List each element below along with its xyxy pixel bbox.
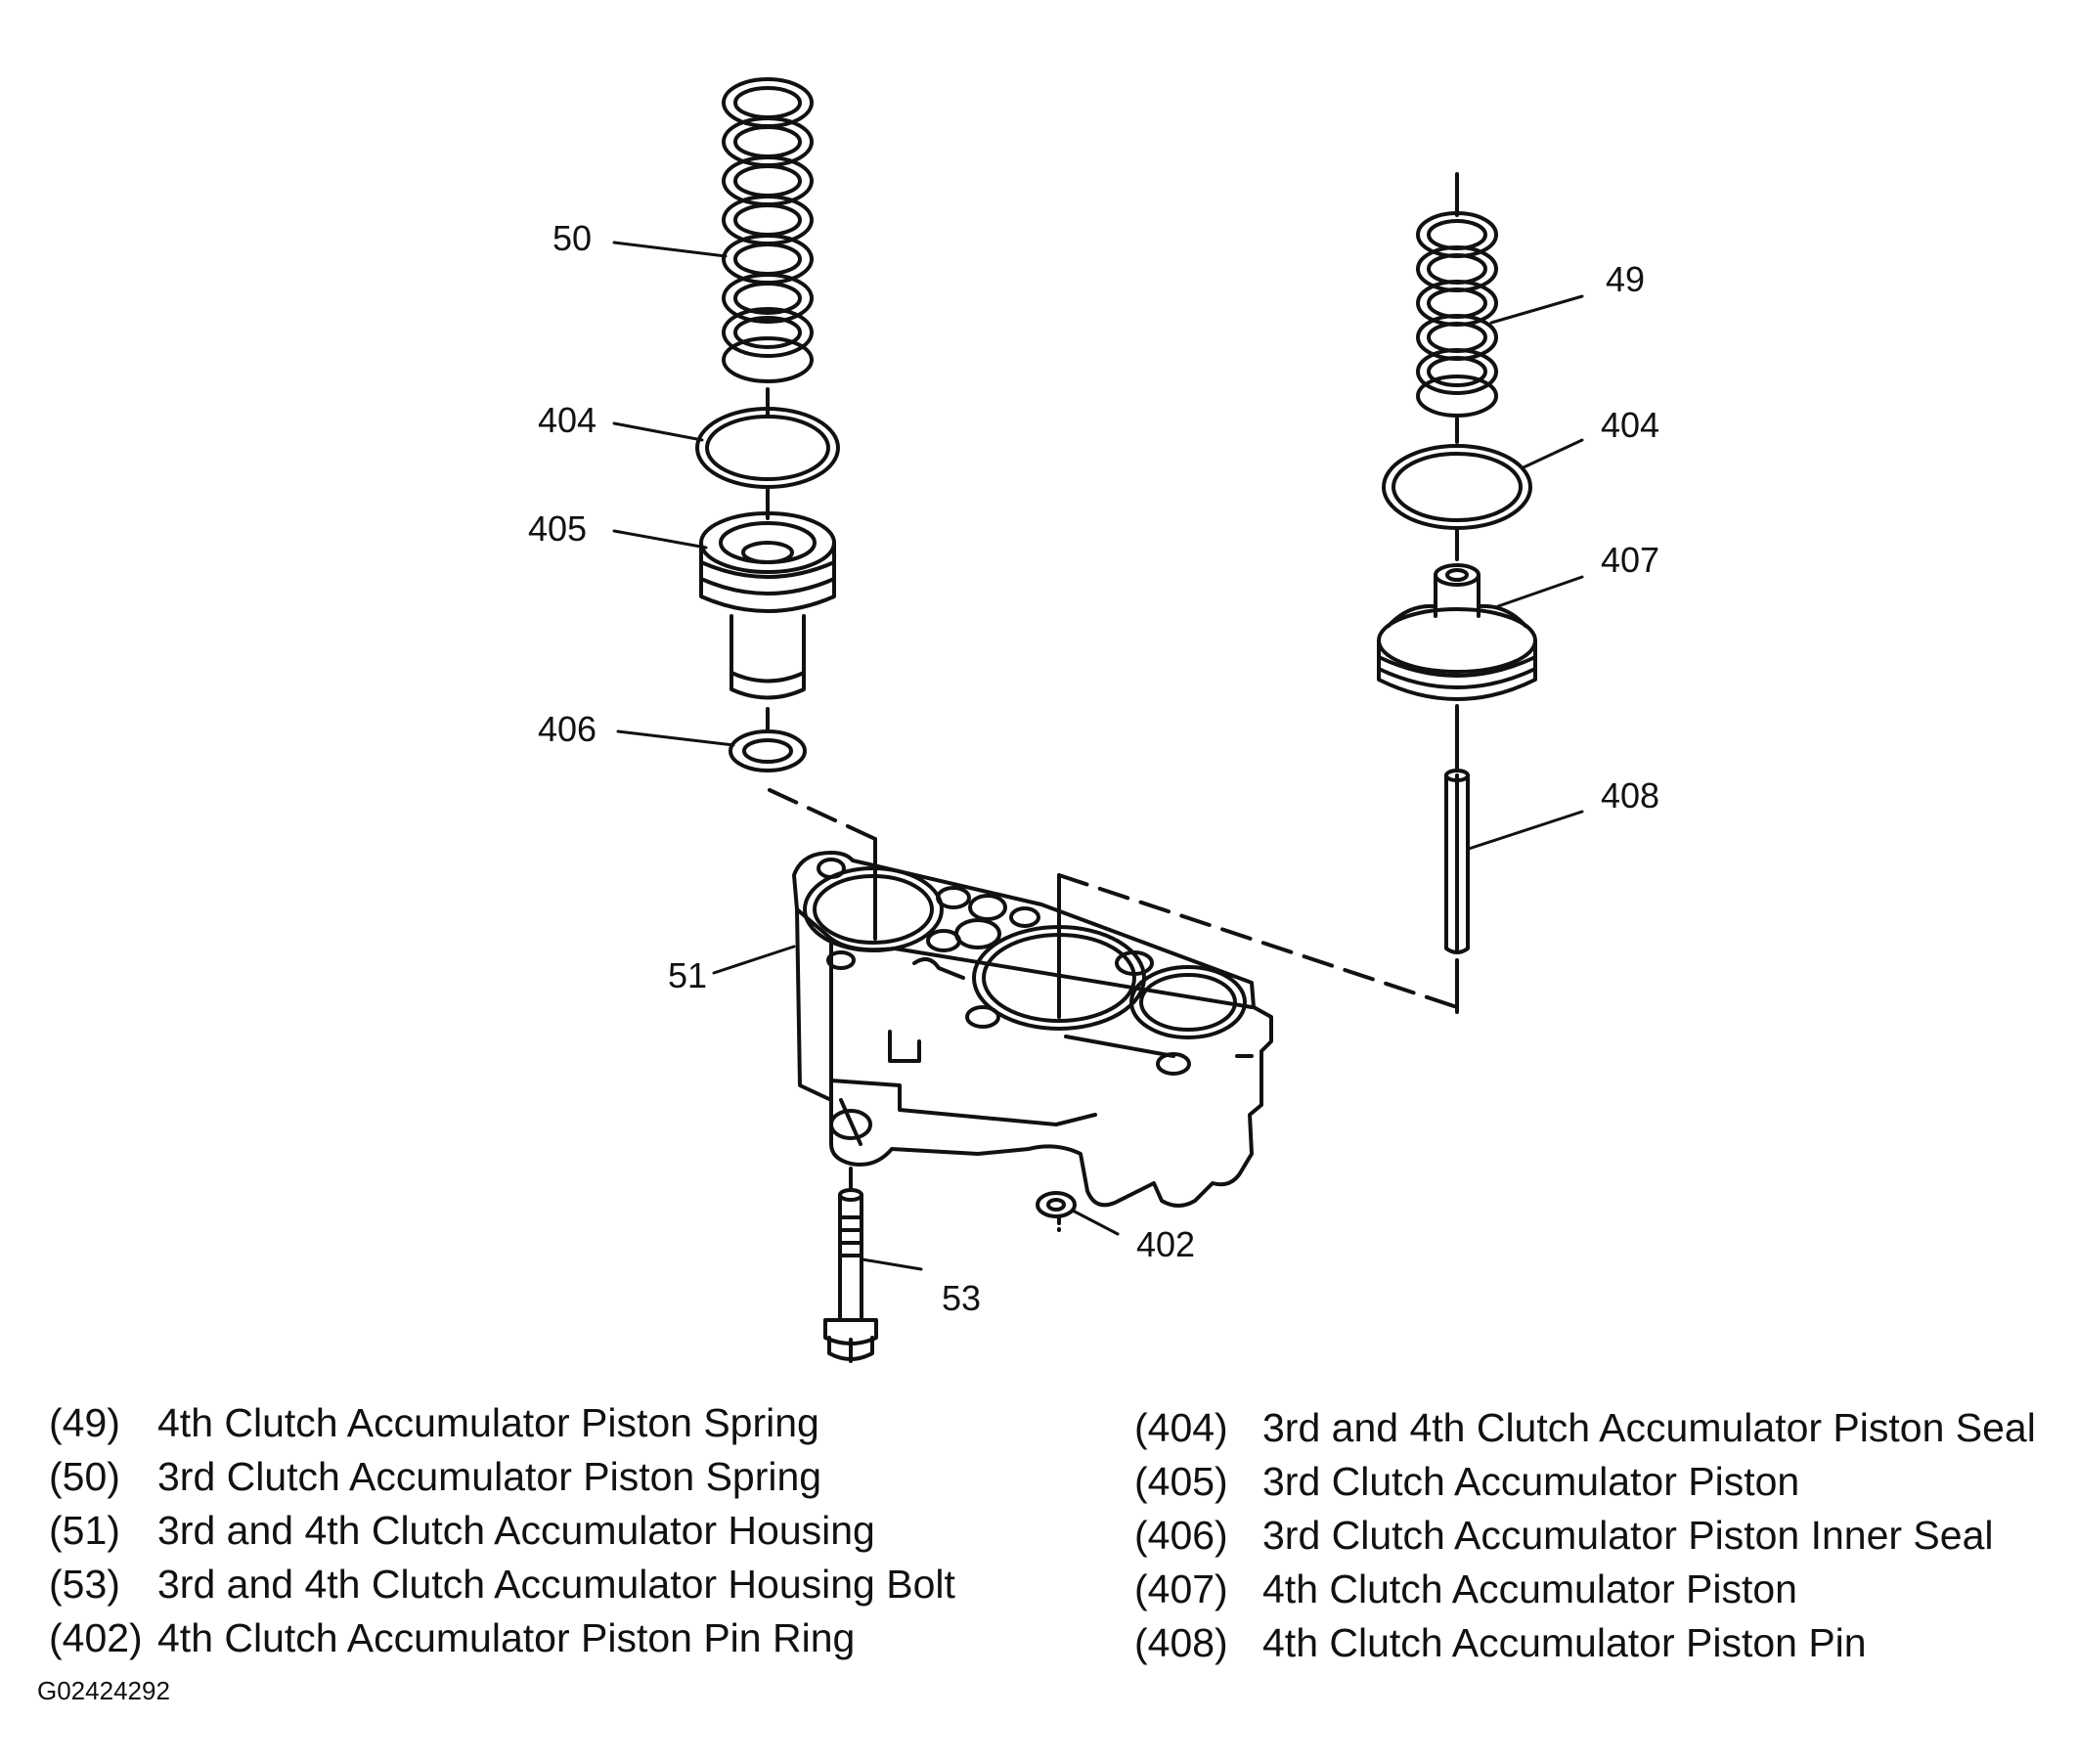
legend-number: (406) [1134, 1513, 1228, 1558]
bolt-53 [823, 1188, 878, 1363]
callout-50: 50 [552, 218, 592, 258]
legend-description: 3rd and 4th Clutch Accumulator Housing B… [157, 1562, 955, 1607]
callout-49: 49 [1606, 259, 1645, 299]
piston-407 [1377, 563, 1537, 701]
legend-number: (404) [1134, 1405, 1228, 1450]
legend-number: (405) [1134, 1459, 1228, 1504]
callout-407: 407 [1601, 540, 1659, 580]
exploded-view-diagram: 50 404 405 406 49 404 407 408 51 53 402 [528, 77, 1659, 1363]
spring-50 [722, 77, 814, 383]
legend-item: (49) 4th Clutch Accumulator Piston Sprin… [49, 1396, 955, 1450]
leader-lines [612, 241, 1584, 1271]
legend-item: (408) 4th Clutch Accumulator Piston Pin [1134, 1616, 2036, 1670]
legend-description: 3rd Clutch Accumulator Piston Spring [157, 1454, 822, 1499]
legend-number: (407) [1134, 1566, 1228, 1611]
callout-402: 402 [1136, 1224, 1195, 1264]
legend-number: (49) [49, 1400, 120, 1445]
legend-description: 4th Clutch Accumulator Piston Spring [157, 1400, 819, 1445]
dashed-guide-lines [768, 788, 1459, 1009]
legend-left: (49) 4th Clutch Accumulator Piston Sprin… [49, 1396, 955, 1665]
legend-number: (51) [49, 1508, 120, 1553]
callout-405: 405 [528, 508, 587, 549]
housing-51 [792, 851, 1273, 1208]
legend-item: (404) 3rd and 4th Clutch Accumulator Pis… [1134, 1401, 2036, 1455]
legend-description: 3rd Clutch Accumulator Piston Inner Seal [1262, 1513, 1994, 1558]
legend-item: (53) 3rd and 4th Clutch Accumulator Hous… [49, 1558, 955, 1611]
legend-description: 4th Clutch Accumulator Piston Pin [1262, 1620, 1867, 1665]
legend-right: (404) 3rd and 4th Clutch Accumulator Pis… [1134, 1401, 2036, 1670]
legend-number: (53) [49, 1562, 120, 1607]
legend-item: (51) 3rd and 4th Clutch Accumulator Hous… [49, 1504, 955, 1558]
legend-description: 3rd Clutch Accumulator Piston [1262, 1459, 1800, 1504]
callout-408: 408 [1601, 775, 1659, 816]
callout-51: 51 [668, 955, 707, 995]
legend-item: (405) 3rd Clutch Accumulator Piston [1134, 1455, 2036, 1509]
seal-404-right [1382, 444, 1532, 530]
callout-53: 53 [942, 1278, 981, 1318]
inner-seal-406 [729, 729, 807, 772]
callout-404-left: 404 [538, 400, 597, 440]
legend-item: (50) 3rd Clutch Accumulator Piston Sprin… [49, 1450, 955, 1504]
callout-406: 406 [538, 709, 597, 749]
legend-item: (402) 4th Clutch Accumulator Piston Pin … [49, 1611, 955, 1665]
legend-item: (406) 3rd Clutch Accumulator Piston Inne… [1134, 1509, 2036, 1563]
legend-number: (402) [49, 1615, 143, 1660]
pin-408 [1444, 769, 1470, 954]
legend-description: 3rd and 4th Clutch Accumulator Housing [157, 1508, 875, 1553]
figure-id: G02424292 [37, 1676, 170, 1705]
legend-number: (50) [49, 1454, 120, 1499]
legend-number: (408) [1134, 1620, 1228, 1665]
legend-description: 4th Clutch Accumulator Piston [1262, 1566, 1797, 1611]
pin-ring-402 [1036, 1191, 1077, 1218]
callout-404-right: 404 [1601, 405, 1659, 445]
seal-404-left [695, 407, 840, 489]
spring-49 [1416, 211, 1498, 418]
legend-description: 4th Clutch Accumulator Piston Pin Ring [157, 1615, 856, 1660]
legend-item: (407) 4th Clutch Accumulator Piston [1134, 1563, 2036, 1616]
piston-405 [699, 511, 836, 700]
legend-description: 3rd and 4th Clutch Accumulator Piston Se… [1262, 1405, 2036, 1450]
